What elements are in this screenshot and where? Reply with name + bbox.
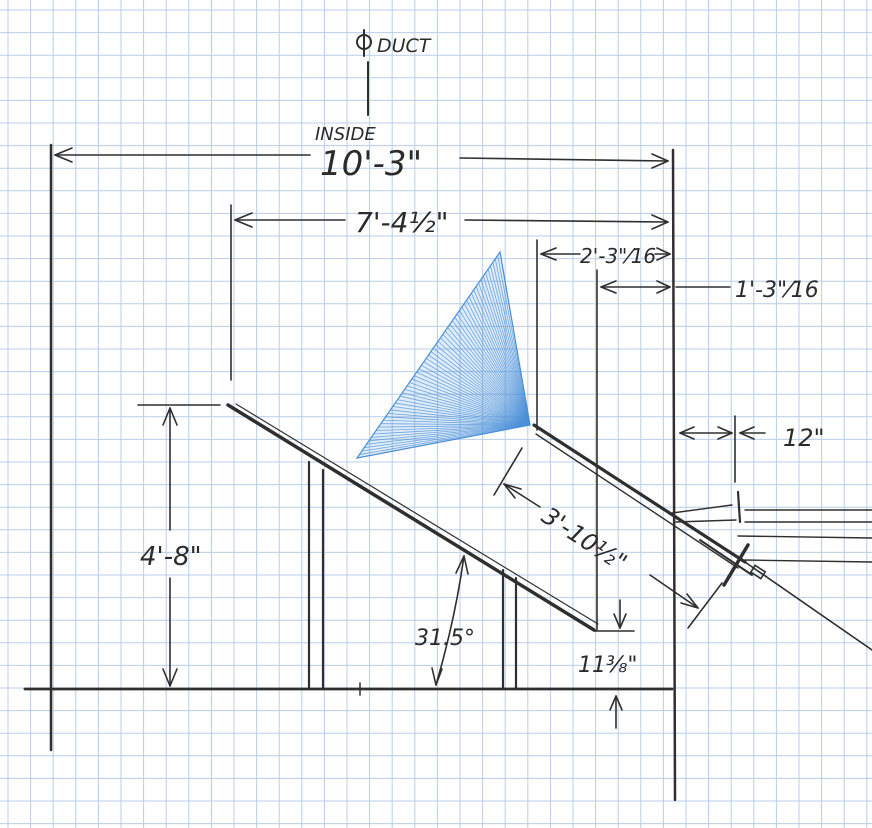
left-support-post	[307, 460, 325, 690]
panel-width-label: 7'-4½"	[355, 206, 448, 239]
angle-annotation	[431, 555, 469, 686]
small-drop-label: 11⅜"	[578, 653, 637, 678]
height-dimension	[137, 404, 221, 687]
overall-width-dimension	[54, 147, 669, 169]
left-slanted-panel	[226, 403, 635, 632]
panel-length-dimension	[493, 447, 723, 629]
upper-offset-label: 2'-3"⁄16	[580, 244, 656, 268]
centerline-duct-label: DUCT	[377, 35, 432, 57]
centerline-symbol-icon	[356, 29, 372, 57]
blue-fan-spray	[355, 250, 531, 459]
duct-nozzle	[671, 490, 872, 587]
lower-offset-label: 1'-3"⁄16	[735, 278, 819, 303]
inside-label: INSIDE	[315, 124, 376, 145]
right-wall-line	[671, 148, 677, 802]
lower-offset-dimension	[600, 280, 731, 294]
right-slanted-panel	[532, 423, 872, 651]
gap-label: 12"	[783, 424, 825, 452]
small-drop-dimension	[609, 599, 627, 729]
angle-label: 31.5°	[415, 626, 475, 651]
gap-dimension	[679, 415, 766, 483]
panel-length-label: 3'-10½"	[537, 502, 632, 577]
upper-offset-dimension	[540, 247, 671, 261]
overall-width-label: 10'-3"	[320, 144, 422, 184]
panel-width-dimension	[234, 212, 669, 230]
right-support-post	[501, 568, 518, 690]
height-label: 4'-8"	[140, 542, 202, 572]
